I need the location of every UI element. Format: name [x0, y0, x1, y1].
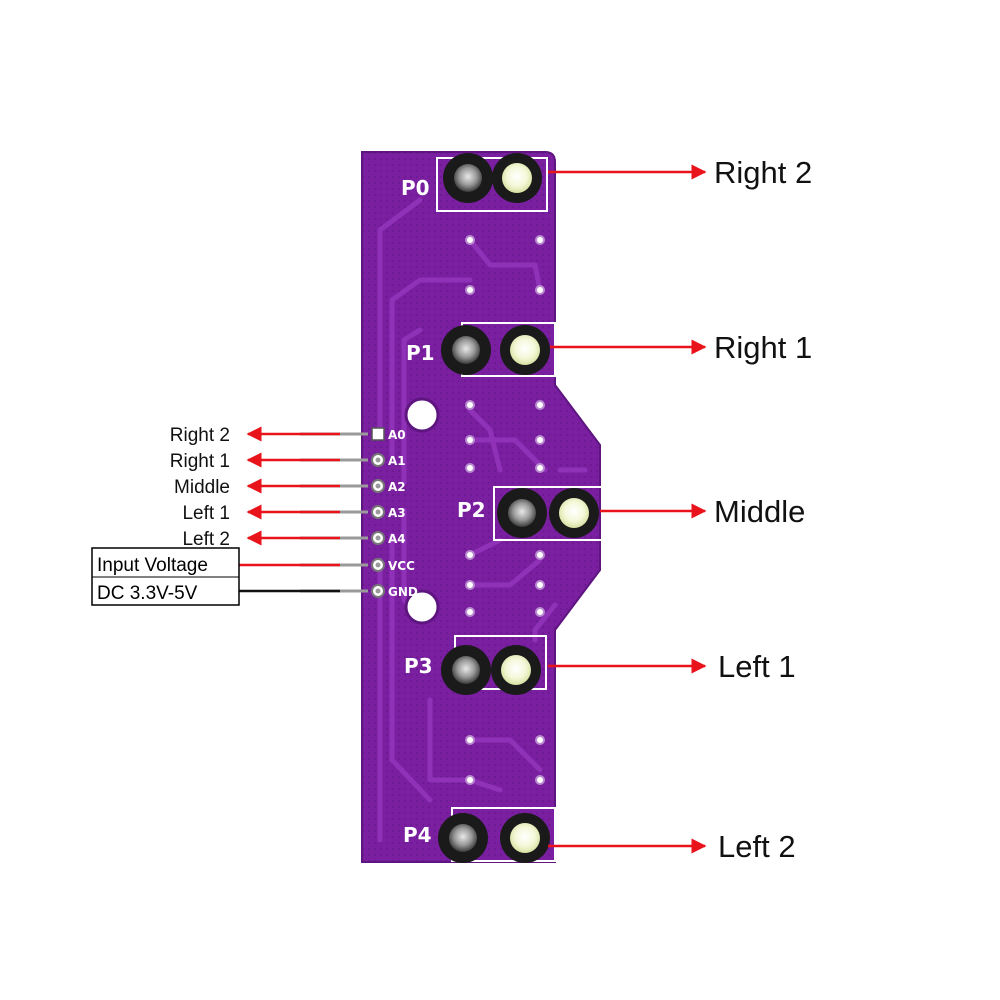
sensor-pair-p4: P4 [403, 807, 556, 863]
mounting-hole-bottom [404, 589, 440, 625]
emitter-led [491, 645, 541, 695]
emitter-led [500, 813, 550, 863]
sensor-label-p0: P0 [401, 176, 430, 200]
right-callout-label: Left 1 [718, 649, 796, 684]
left-callout-label: Right 2 [170, 425, 230, 446]
emitter-led [549, 488, 599, 538]
sensor-label-p1: P1 [406, 341, 435, 365]
left-callout-label: Right 1 [170, 451, 230, 472]
mounting-hole-top [404, 397, 440, 433]
pin-label-a0: A0 [388, 428, 406, 442]
sensor-pair-p1: P1 [406, 322, 556, 377]
left-callout-1: Right 1 [170, 451, 340, 472]
sensor-pair-p3: P3 [404, 635, 547, 695]
pin-label-gnd: GND [388, 585, 418, 599]
sensor-label-p3: P3 [404, 654, 433, 678]
right-callout-0: Right 2 [548, 155, 812, 190]
right-callout-4: Left 2 [548, 829, 796, 864]
right-callout-label: Right 2 [714, 155, 812, 190]
sensor-label-p2: P2 [457, 498, 486, 522]
pin-label-a4: A4 [388, 532, 406, 546]
right-callout-label: Middle [714, 494, 805, 529]
right-callout-label: Left 2 [718, 829, 796, 864]
right-callout-1: Right 1 [550, 330, 812, 365]
input-voltage-box: Input Voltage DC 3.3V-5V [91, 547, 240, 606]
pcb-board [361, 151, 601, 863]
left-callout-label: Left 1 [182, 503, 230, 524]
receiver-led [441, 325, 491, 375]
sensor-pair-p0: P0 [401, 153, 548, 212]
left-callout-4: Left 2 [182, 529, 340, 550]
emitter-led [492, 153, 542, 203]
right-callout-3: Left 1 [548, 649, 796, 684]
sensor-pair-p2: P2 [457, 486, 605, 541]
pin-label-a2: A2 [388, 480, 406, 494]
emitter-led [500, 325, 550, 375]
pin-label-a1: A1 [388, 454, 406, 468]
left-callout-label: Left 2 [182, 529, 230, 550]
receiver-led [443, 153, 493, 203]
power-leads [239, 563, 340, 593]
pin-label-a3: A3 [388, 506, 406, 520]
receiver-led [438, 813, 488, 863]
left-callout-2: Middle [174, 477, 340, 498]
voltage-range-label: DC 3.3V-5V [97, 583, 198, 604]
left-callout-label: Middle [174, 477, 230, 498]
pin-label-vcc: VCC [388, 559, 415, 573]
receiver-led [497, 488, 547, 538]
right-callout-2: Middle [600, 494, 805, 529]
right-callout-label: Right 1 [714, 330, 812, 365]
left-callout-0: Right 2 [170, 425, 340, 446]
left-callout-3: Left 1 [182, 503, 340, 524]
receiver-led [441, 645, 491, 695]
input-voltage-label: Input Voltage [97, 555, 208, 576]
sensor-label-p4: P4 [403, 823, 432, 847]
